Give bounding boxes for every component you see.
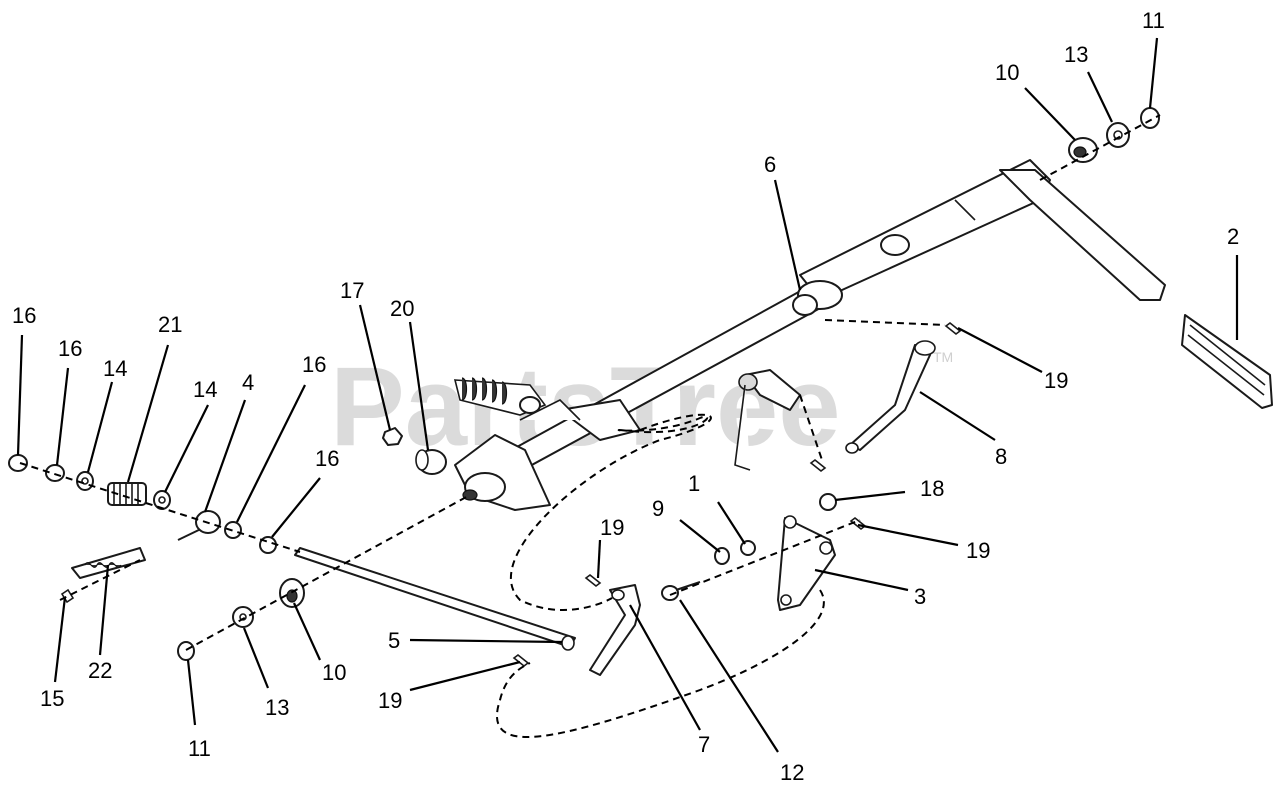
part-shaft-spring-assembly[interactable]	[453, 377, 547, 416]
callout-19[interactable]: 19	[378, 688, 402, 713]
part-washer-14-b[interactable]	[153, 490, 171, 510]
callout-19[interactable]: 19	[966, 538, 990, 563]
part-knob-20[interactable]	[415, 449, 447, 475]
part-rod-8[interactable]	[845, 340, 936, 454]
part-nut-16-c[interactable]	[224, 521, 242, 539]
callout-16[interactable]: 16	[58, 336, 82, 361]
callout-11[interactable]: 11	[188, 736, 211, 761]
callout-20[interactable]: 20	[390, 296, 414, 321]
part-bushing-10-top[interactable]	[1068, 137, 1098, 163]
part-nut-1[interactable]	[740, 540, 756, 556]
callout-16[interactable]: 16	[302, 352, 326, 377]
callout-13[interactable]: 13	[265, 695, 289, 720]
callout-14[interactable]: 14	[193, 377, 217, 402]
callout-19[interactable]: 19	[1044, 368, 1068, 393]
part-cotter-pin-19-e[interactable]	[809, 458, 827, 473]
assembly-dashed-lines	[19, 114, 1161, 738]
callout-18[interactable]: 18	[920, 476, 944, 501]
part-lever-7[interactable]	[589, 584, 641, 676]
callout-6[interactable]: 6	[764, 152, 776, 177]
callout-10[interactable]: 10	[995, 60, 1019, 85]
callout-4[interactable]: 4	[242, 370, 254, 395]
callout-14[interactable]: 14	[103, 356, 127, 381]
part-cotter-pin-19-d[interactable]	[512, 653, 530, 668]
part-clip-11-bottom[interactable]	[177, 641, 195, 661]
part-nut-16-b[interactable]	[45, 464, 65, 482]
callout-10[interactable]: 10	[322, 660, 346, 685]
part-washer-13-top[interactable]	[1106, 122, 1130, 148]
part-cotter-pin-19-b[interactable]	[584, 573, 602, 588]
callout-7[interactable]: 7	[698, 732, 710, 757]
callout-16[interactable]: 16	[12, 303, 36, 328]
callout-22[interactable]: 22	[88, 658, 112, 683]
callout-12[interactable]: 12	[780, 760, 804, 785]
callout-2[interactable]: 2	[1227, 224, 1239, 249]
callout-5[interactable]: 5	[388, 628, 400, 653]
part-bellcrank-3[interactable]	[777, 515, 836, 611]
callout-13[interactable]: 13	[1064, 42, 1088, 67]
part-nut-16-a[interactable]	[8, 454, 28, 472]
part-clip-11-top[interactable]	[1140, 107, 1160, 129]
watermark-trademark: TM	[933, 349, 953, 365]
callout-labels: 16 16 14 21 14 4 16 16 17 20 6 10 13 11 …	[12, 8, 1239, 785]
part-spring-22[interactable]	[71, 547, 146, 579]
part-main-shaft[interactable]	[474, 159, 1166, 486]
part-nut-18[interactable]	[819, 493, 837, 511]
callout-9[interactable]: 9	[652, 496, 664, 521]
callout-15[interactable]: 15	[40, 686, 64, 711]
callout-11[interactable]: 11	[1142, 8, 1165, 33]
part-link-arm[interactable]	[734, 369, 801, 471]
part-washer-13-bottom[interactable]	[232, 606, 254, 628]
callout-19[interactable]: 19	[600, 515, 624, 540]
callout-21[interactable]: 21	[158, 312, 182, 337]
callout-8[interactable]: 8	[995, 444, 1007, 469]
part-handle-grip[interactable]	[1181, 314, 1273, 409]
callout-17[interactable]: 17	[340, 278, 364, 303]
part-bolt-12[interactable]	[661, 581, 701, 601]
part-nut-17[interactable]	[382, 427, 403, 446]
callout-leader-lines	[16, 37, 1239, 753]
part-rod-5[interactable]	[294, 547, 576, 651]
callout-16[interactable]: 16	[315, 446, 339, 471]
part-cotter-pin-19-a[interactable]	[944, 321, 962, 336]
callout-3[interactable]: 3	[914, 584, 926, 609]
callout-1[interactable]: 1	[688, 471, 700, 496]
